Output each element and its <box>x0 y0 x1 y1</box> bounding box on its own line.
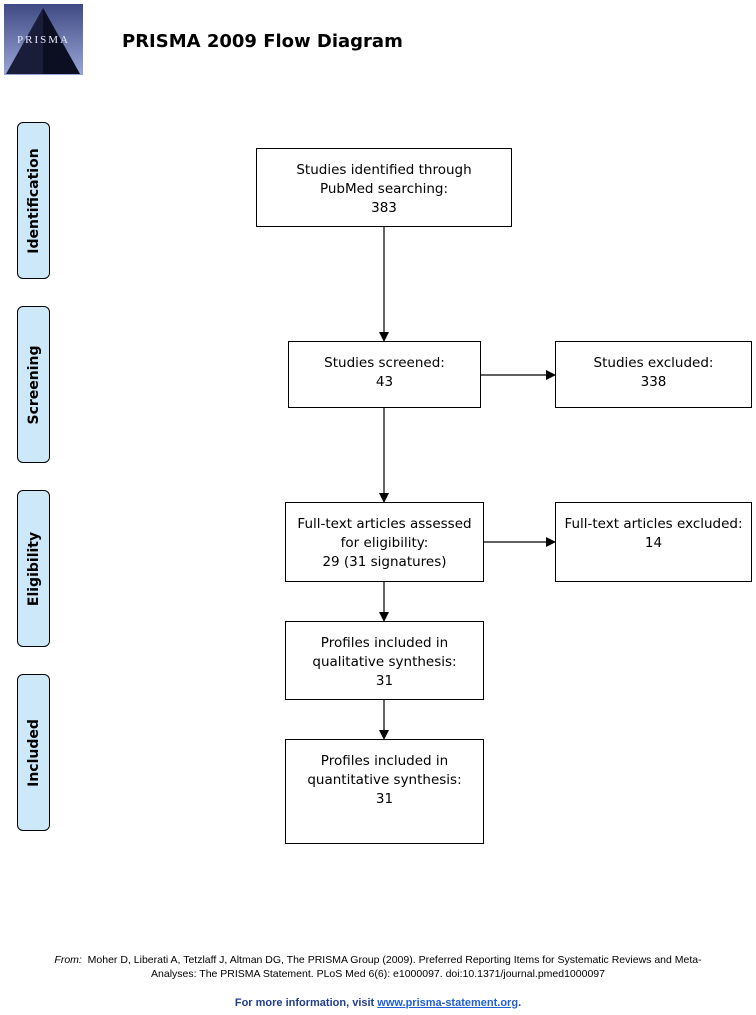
phase-identification: Identification <box>17 122 50 279</box>
citation: From: Moher D, Liberati A, Tetzlaff J, A… <box>0 953 756 981</box>
box-line: Studies excluded: <box>593 355 714 371</box>
box-count: 43 <box>375 374 394 390</box>
box-fulltext-assessed: Full-text articles assessed for eligibil… <box>285 502 484 582</box>
box-studies-excluded: Studies excluded: 338 <box>555 341 752 408</box>
citation-line-1: Moher D, Liberati A, Tetzlaff J, Altman … <box>87 954 702 966</box>
box-line: PubMed searching: <box>319 181 449 197</box>
phase-eligibility: Eligibility <box>17 490 50 647</box>
box-line: Profiles included in <box>320 635 449 651</box>
more-info-prefix: For more information, visit <box>234 997 378 1009</box>
box-count: 29 (31 signatures) <box>322 554 447 570</box>
logo-text: PRISMA <box>17 34 70 46</box>
more-info-suffix: . <box>518 997 522 1009</box>
box-count: 31 <box>375 791 394 807</box>
more-info: For more information, visit www.prisma-s… <box>0 997 756 1009</box>
box-line: for eligibility: <box>340 535 429 551</box>
box-quantitative-synthesis: Profiles included in quantitative synthe… <box>285 739 484 844</box>
box-studies-screened: Studies screened: 43 <box>288 341 481 408</box>
box-line: Studies screened: <box>324 355 445 371</box>
box-qualitative-synthesis: Profiles included in qualitative synthes… <box>285 621 484 700</box>
phase-screening: Screening <box>17 306 50 463</box>
phase-included: Included <box>17 674 50 831</box>
box-count: 14 <box>644 535 663 551</box>
box-studies-identified: Studies identified through PubMed search… <box>256 148 512 227</box>
citation-from-label: From: <box>54 954 82 966</box>
prisma-logo: PRISMA <box>4 4 83 75</box>
box-line: Profiles included in <box>320 753 449 769</box>
box-line: Full-text articles excluded: <box>564 516 743 532</box>
box-line: Full-text articles assessed <box>297 516 472 532</box>
prisma-website-link[interactable]: www.prisma-statement.org <box>377 997 519 1009</box>
pyramid-icon <box>6 8 80 74</box>
box-fulltext-excluded: Full-text articles excluded: 14 <box>555 502 752 582</box>
box-line: Studies identified through <box>296 162 472 178</box>
page-title: PRISMA 2009 Flow Diagram <box>122 31 403 52</box>
box-line: quantitative synthesis: <box>307 772 462 788</box>
box-count: 338 <box>640 374 667 390</box>
box-count: 31 <box>375 673 394 689</box>
box-count: 383 <box>371 200 397 216</box>
box-line: qualitative synthesis: <box>312 654 457 670</box>
citation-line-2: Analyses: The PRISMA Statement. PLoS Med… <box>151 968 605 980</box>
